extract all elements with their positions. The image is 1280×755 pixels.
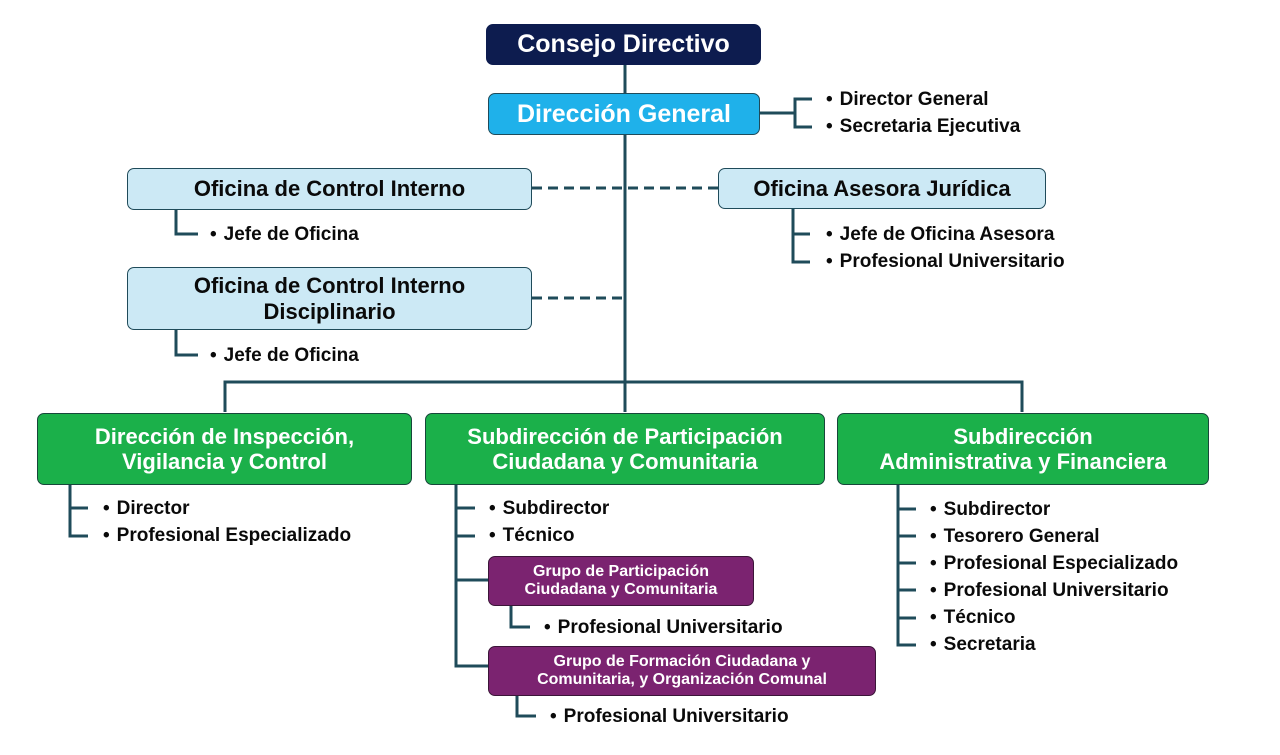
role-item: Profesional Universitario bbox=[930, 577, 1178, 604]
role-item: Jefe de Oficina Asesora bbox=[826, 221, 1065, 248]
oficina-asesora-juridica-title: Oficina Asesora Jurídica bbox=[753, 175, 1011, 201]
grupo-participacion-title-line2: Ciudadana y Comunitaria bbox=[524, 581, 718, 598]
oficina-control-interno-box: Oficina de Control Interno bbox=[127, 168, 532, 210]
role-item: Profesional Especializado bbox=[930, 550, 1178, 577]
consejo-directivo-box: Consejo Directivo bbox=[486, 24, 761, 65]
grupo-formacion-title-line2: Comunitaria, y Organización Comunal bbox=[537, 671, 827, 688]
dipvc-connector bbox=[68, 484, 88, 538]
oaj-connector bbox=[791, 208, 810, 264]
oci-connector bbox=[174, 209, 198, 236]
consejo-directivo-title: Consejo Directivo bbox=[517, 30, 730, 59]
role-item: Profesional Especializado bbox=[103, 522, 351, 549]
role-item: Secretaria bbox=[930, 631, 1178, 658]
oficina-control-disciplinario-title-line2: Disciplinario bbox=[263, 298, 396, 324]
role-item: Director General bbox=[826, 86, 1020, 113]
subdireccion-administrativa-roles: Subdirector Tesorero General Profesional… bbox=[930, 496, 1178, 658]
grupo-participacion-box: Grupo de Participación Ciudadana y Comun… bbox=[488, 556, 754, 606]
grupo-participacion-roles: Profesional Universitario bbox=[544, 614, 783, 641]
role-item: Subdirector bbox=[930, 496, 1178, 523]
grupo1-connector bbox=[509, 605, 530, 629]
oficina-control-disciplinario-box: Oficina de Control Interno Disciplinario bbox=[127, 267, 532, 330]
subdireccion-administrativa-box: Subdirección Administrativa y Financiera bbox=[837, 413, 1209, 485]
direccion-inspeccion-title-line2: Vigilancia y Control bbox=[122, 449, 327, 474]
direccion-general-box: Dirección General bbox=[488, 93, 760, 135]
spcc-connector bbox=[454, 484, 489, 668]
dg-bracket bbox=[793, 113, 812, 129]
grupo2-connector bbox=[515, 695, 536, 718]
role-item: Jefe de Oficina bbox=[210, 342, 359, 369]
role-item: Secretaria Ejecutiva bbox=[826, 113, 1021, 140]
role-item: Profesional Universitario bbox=[826, 248, 1065, 275]
oficina-control-interno-title: Oficina de Control Interno bbox=[193, 176, 466, 202]
oficina-asesora-juridica-roles: Jefe de Oficina Asesora Profesional Univ… bbox=[826, 221, 1065, 275]
grupo-formacion-title-line1: Grupo de Formación Ciudadana y bbox=[553, 652, 811, 670]
dg-bracket bbox=[760, 97, 812, 115]
role-item: Profesional Universitario bbox=[544, 614, 783, 641]
oficina-control-interno-roles: Jefe de Oficina bbox=[210, 221, 359, 248]
subdireccion-participacion-title-line2: Ciudadana y Comunitaria bbox=[492, 449, 758, 474]
role-item: Director bbox=[103, 495, 351, 522]
direccion-inspeccion-title-line1: Dirección de Inspección, bbox=[94, 423, 355, 449]
role-item: Profesional Universitario bbox=[550, 703, 789, 730]
grupo-formacion-box: Grupo de Formación Ciudadana y Comunitar… bbox=[488, 646, 876, 696]
role-item: Subdirector bbox=[489, 495, 610, 522]
oficina-control-disciplinario-title-line1: Oficina de Control Interno bbox=[193, 273, 466, 299]
role-item: Tesorero General bbox=[930, 523, 1178, 550]
subdireccion-administrativa-title-line2: Administrativa y Financiera bbox=[879, 449, 1167, 474]
direccion-general-roles: Director General Secretaria Ejecutiva bbox=[826, 86, 1021, 140]
role-item: Jefe de Oficina bbox=[210, 221, 359, 248]
grupo-participacion-title-line1: Grupo de Participación bbox=[532, 562, 710, 580]
saf-connector bbox=[896, 484, 916, 647]
role-item: Técnico bbox=[930, 604, 1178, 631]
direccion-inspeccion-roles: Director Profesional Especializado bbox=[103, 495, 351, 549]
direccion-inspeccion-box: Dirección de Inspección, Vigilancia y Co… bbox=[37, 413, 412, 485]
role-item: Técnico bbox=[489, 522, 609, 549]
oficina-control-disciplinario-roles: Jefe de Oficina bbox=[210, 342, 359, 369]
subdireccion-administrativa-title-line1: Subdirección bbox=[953, 423, 1093, 449]
subdireccion-participacion-box: Subdirección de Participación Ciudadana … bbox=[425, 413, 825, 485]
subdireccion-participacion-title-line1: Subdirección de Participación bbox=[467, 423, 783, 449]
oficina-asesora-juridica-box: Oficina Asesora Jurídica bbox=[718, 168, 1046, 209]
subdireccion-participacion-roles: Subdirector Técnico bbox=[489, 495, 610, 549]
grupo-formacion-roles: Profesional Universitario bbox=[550, 703, 789, 730]
ocid-connector bbox=[174, 330, 198, 357]
direccion-general-title: Dirección General bbox=[517, 99, 731, 128]
